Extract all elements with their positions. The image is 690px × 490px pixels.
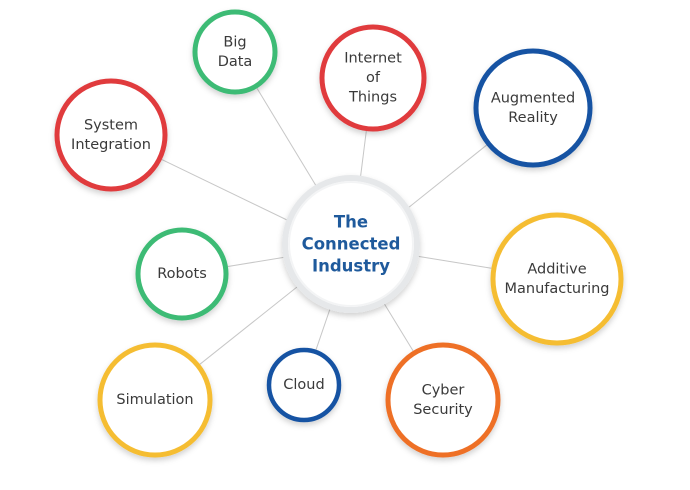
center-label: Connected [302,235,401,254]
node-circle-system-integration [54,78,168,192]
node-label-robots: Robots [157,266,207,282]
connector-cyber-security [381,299,414,352]
node-label-cloud: Cloud [283,377,324,393]
connector-big-data [256,88,319,190]
node-label-simulation: Simulation [116,392,193,408]
node-label-additive-manufacturing: Manufacturing [505,281,610,297]
node-label-big-data: Big [223,34,246,50]
node-label-cyber-security: Security [413,402,473,418]
node-label-internet-of-things: Things [348,90,397,106]
connector-cloud [315,305,332,350]
node-label-augmented-reality: Augmented [491,90,575,106]
node-label-internet-of-things: Internet [344,51,402,67]
node-circle-additive-manufacturing [490,212,624,346]
connector-robots [227,256,287,267]
center-circle [282,175,420,313]
center-inner-ring [288,181,414,307]
node-label-system-integration: System [84,117,138,133]
node-circle-cloud [266,347,342,423]
node-label-big-data: Data [218,54,253,70]
node-label-system-integration: Integration [71,137,151,153]
node-circle-robots [135,227,229,321]
connector-additive-manufacturing [415,255,492,269]
connectors [161,88,492,365]
node-robots: Robots [135,227,229,321]
node-circle-cyber-security [385,342,501,458]
connector-system-integration [161,159,288,221]
node-label-augmented-reality: Reality [508,110,558,126]
node-label-additive-manufacturing: Additive [527,261,586,277]
center-label: Industry [312,257,390,276]
node-label-internet-of-things: of [366,70,381,86]
connector-augmented-reality [407,144,487,209]
node-simulation: Simulation [97,342,213,458]
connector-simulation [199,286,298,365]
node-cloud: Cloud [266,347,342,423]
node-label-cyber-security: Cyber [422,382,465,398]
node-circle-internet-of-things [319,24,427,132]
connector-internet-of-things [359,131,367,182]
node-circle-augmented-reality [473,48,593,168]
node-circle-simulation [97,342,213,458]
center-label: The [334,213,368,232]
node-circle-big-data [192,9,278,95]
